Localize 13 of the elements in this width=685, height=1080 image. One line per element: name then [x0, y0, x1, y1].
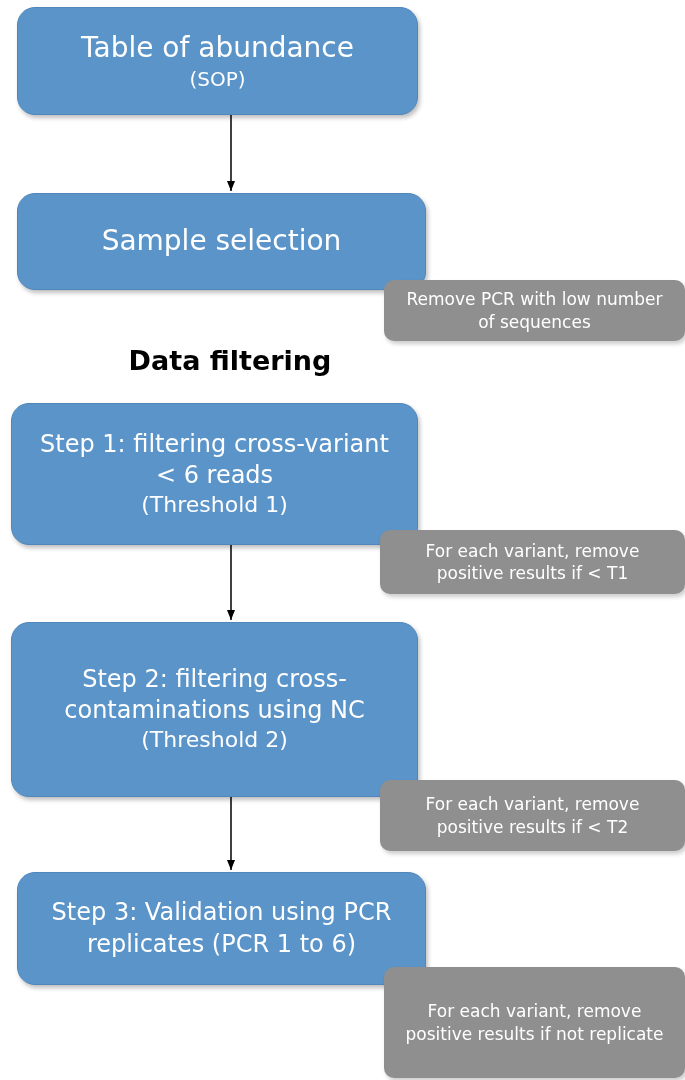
process-box: Sample selection: [17, 193, 426, 290]
process-box: Step 1: filtering cross-variant < 6 reads (Threshold 1): [11, 403, 418, 545]
arrow: [226, 796, 236, 871]
arrow: [226, 544, 236, 621]
section-heading: Data filtering: [127, 345, 333, 376]
process-box: Step 2: filtering cross-contaminations using NC (Threshold 2): [11, 622, 418, 797]
arrow: [226, 114, 236, 192]
process-box: Step 3: Validation using PCR replicates (PCR 1 to 6): [17, 872, 426, 985]
note-box: For each variant, remove positive results if < T1: [380, 530, 685, 594]
note-box: Remove PCR with low number of sequences: [384, 280, 685, 341]
note-box: For each variant, remove positive results if not replicate: [384, 967, 685, 1078]
process-box: Table of abundance (SOP): [17, 7, 418, 115]
note-box: For each variant, remove positive results if < T2: [380, 780, 685, 851]
